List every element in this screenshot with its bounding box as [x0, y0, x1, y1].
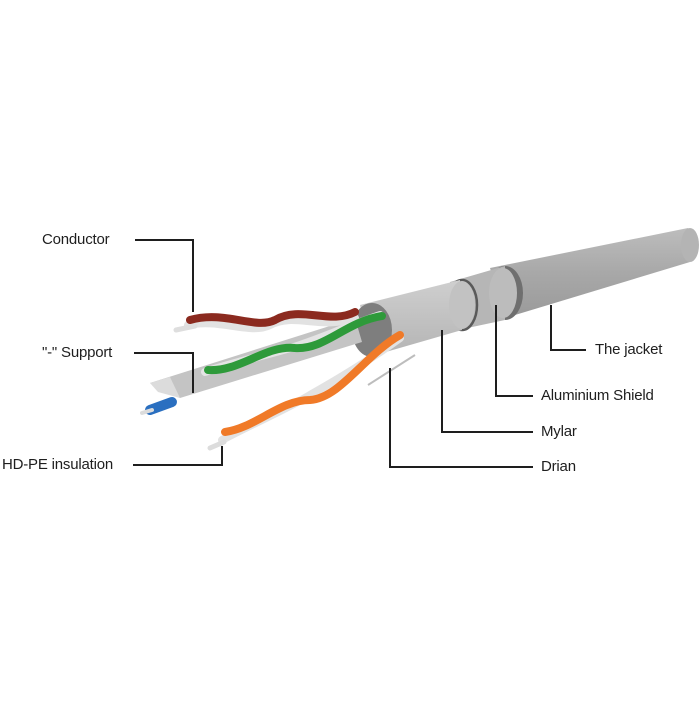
orange-pair: [207, 331, 404, 451]
label-drain: Drian: [541, 458, 576, 475]
brown-pair: [173, 308, 359, 333]
label-conductor: Conductor: [42, 231, 110, 248]
drain-wire: [367, 354, 416, 386]
label-hdpe-insulation: HD-PE insulation: [2, 456, 114, 473]
leader-lines: [133, 239, 586, 468]
label-aluminium-shield: Aluminium Shield: [541, 387, 654, 404]
blue-wire: [140, 397, 177, 415]
green-pair: [201, 311, 386, 376]
label-mylar: Mylar: [541, 423, 577, 440]
jacket-shape: [487, 228, 699, 320]
label-jacket: The jacket: [595, 341, 663, 358]
label-support: "-" Support: [42, 344, 113, 361]
